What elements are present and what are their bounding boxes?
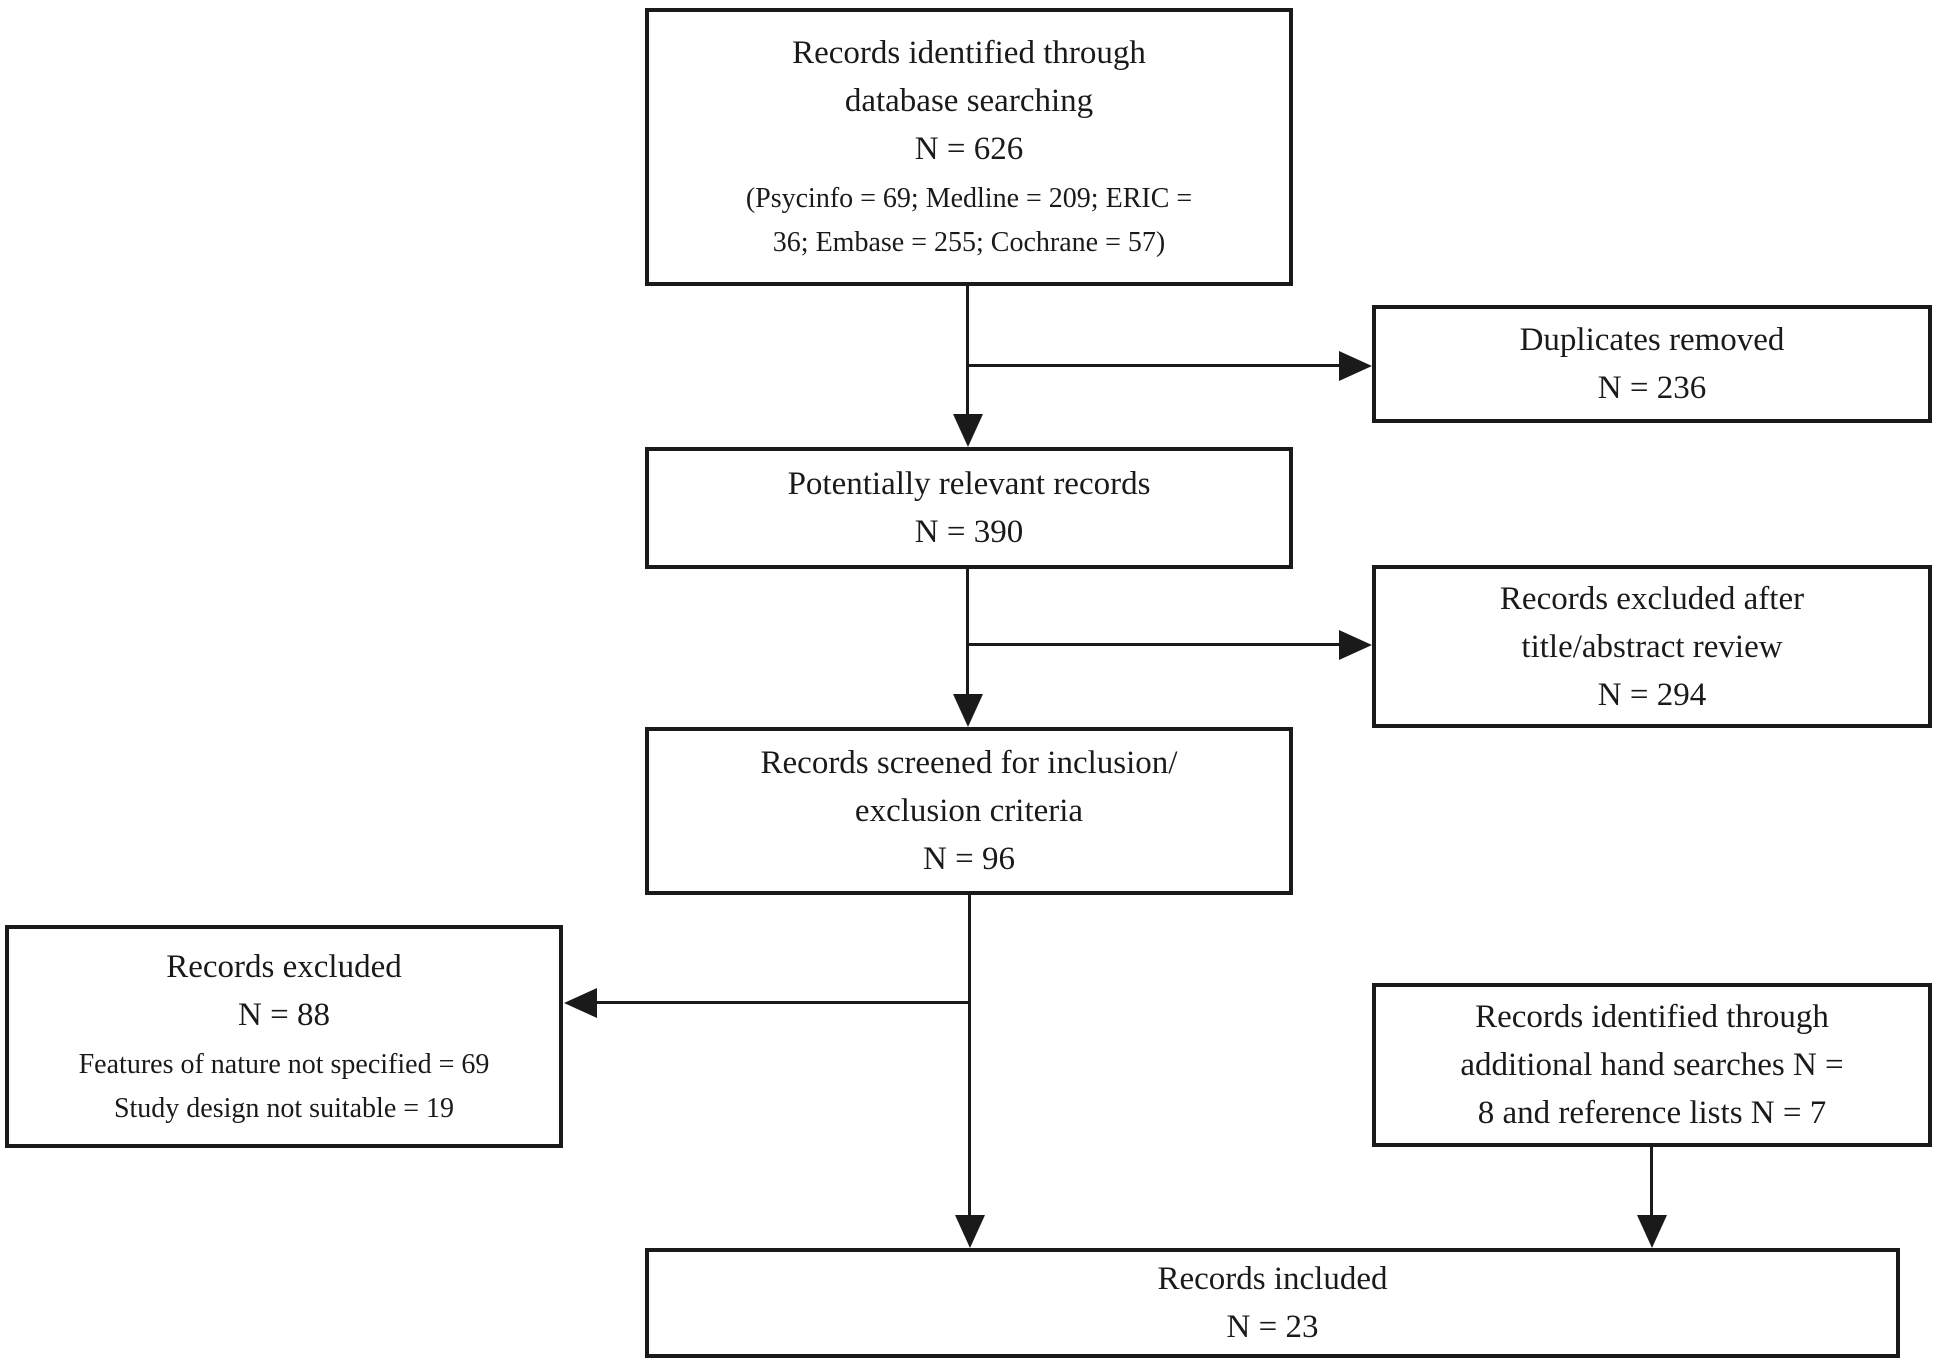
connector-relevant-to-screened xyxy=(966,569,969,695)
box-text-line: 8 and reference lists N = 7 xyxy=(1477,1095,1827,1131)
connector-hand-searches-to-included xyxy=(1650,1147,1653,1216)
box-count: N = 88 xyxy=(238,996,330,1033)
box-text-line: Duplicates removed xyxy=(1519,322,1785,358)
box-detail-line: Features of nature not specified = 69 xyxy=(78,1048,490,1080)
box-text-line: Potentially relevant records xyxy=(787,466,1151,502)
box-potentially-relevant-records: Potentially relevant records N = 390 xyxy=(645,447,1293,569)
connector-hand-searches-to-included-arrowhead xyxy=(1637,1215,1667,1248)
box-excluded-title-abstract: Records excluded after title/abstract re… xyxy=(1372,565,1932,728)
box-text-line: Records identified through xyxy=(1475,999,1829,1035)
box-count: N = 390 xyxy=(914,514,1024,550)
box-text-line: Records excluded after xyxy=(1499,580,1805,617)
connector-relevant-to-screened-arrowhead xyxy=(953,694,983,727)
connector-database-to-relevant-arrowhead xyxy=(953,414,983,447)
box-records-identified-database: Records identified through database sear… xyxy=(645,8,1293,286)
box-duplicates-removed: Duplicates removed N = 236 xyxy=(1372,305,1932,423)
box-count: N = 23 xyxy=(1226,1309,1319,1345)
box-count: N = 294 xyxy=(1597,676,1707,713)
box-records-screened: Records screened for inclusion/ exclusio… xyxy=(645,727,1293,895)
box-count: N = 96 xyxy=(923,841,1015,877)
connector-database-to-relevant xyxy=(966,286,969,416)
connector-screened-to-included-arrowhead xyxy=(955,1215,985,1248)
box-text-line: Records screened for inclusion/ xyxy=(760,745,1178,781)
box-text-line: Records identified through xyxy=(792,35,1146,71)
connector-relevant-to-title-abstract xyxy=(968,643,1340,646)
box-detail-line: 36; Embase = 255; Cochrane = 57) xyxy=(772,227,1166,258)
box-text-line: exclusion criteria xyxy=(854,793,1084,829)
box-detail-line: Study design not suitable = 19 xyxy=(113,1092,455,1124)
box-detail-line: (Psycinfo = 69; Medline = 209; ERIC = xyxy=(745,183,1193,214)
box-text-line: Records included xyxy=(1157,1261,1388,1297)
box-records-excluded: Records excluded N = 88 Features of natu… xyxy=(5,925,563,1148)
connector-screened-to-excluded-arrowhead xyxy=(564,988,597,1018)
box-text-line: additional hand searches N = xyxy=(1460,1047,1844,1083)
box-text-line: database searching xyxy=(844,83,1094,119)
connector-screened-to-excluded xyxy=(597,1001,971,1004)
connector-database-to-duplicates xyxy=(968,364,1340,367)
box-count: N = 236 xyxy=(1597,370,1707,406)
box-text-line: title/abstract review xyxy=(1521,628,1783,665)
box-records-included: Records included N = 23 xyxy=(645,1248,1900,1358)
connector-relevant-to-title-abstract-arrowhead xyxy=(1339,630,1372,660)
box-count: N = 626 xyxy=(914,131,1024,167)
box-text-line: Records excluded xyxy=(166,948,402,985)
connector-screened-to-included xyxy=(968,895,971,1216)
box-hand-searches: Records identified through additional ha… xyxy=(1372,983,1932,1147)
connector-database-to-duplicates-arrowhead xyxy=(1339,351,1372,381)
